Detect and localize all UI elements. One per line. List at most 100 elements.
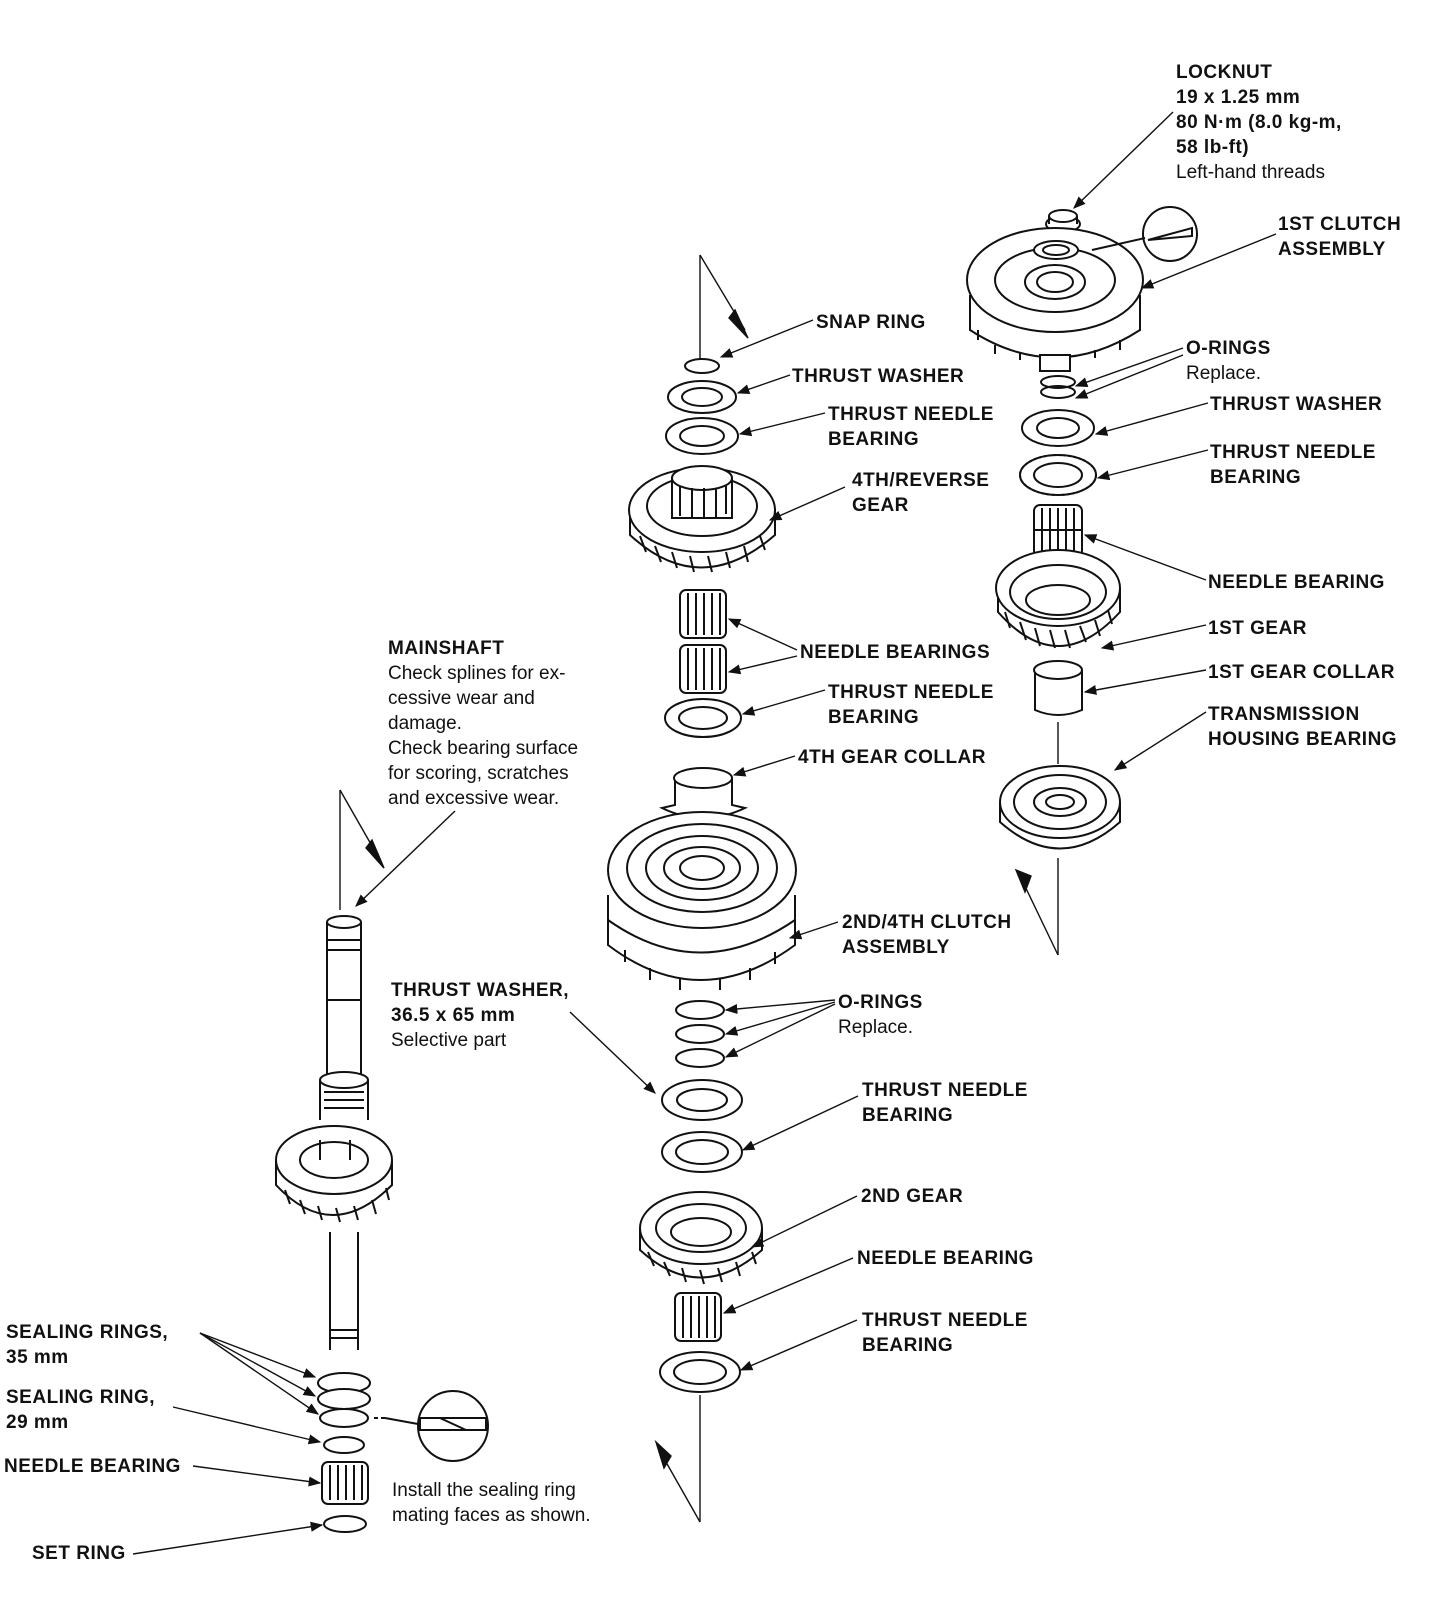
first-gear-title: 1ST GEAR (1208, 618, 1308, 639)
second-fourth-clutch-title: 2ND/4TH CLUTCH (842, 912, 1012, 933)
second-fourth-clutch-title2: ASSEMBLY (842, 937, 950, 958)
set-ring-label: SET RING (32, 1541, 126, 1566)
thrust-needle-bearing-middle-4-part (659, 1351, 741, 1393)
first-clutch-title2: ASSEMBLY (1278, 239, 1386, 260)
needle-bearings-middle-title: NEEDLE BEARINGS (800, 642, 991, 663)
thrust-washer-right-title: THRUST WASHER (1210, 394, 1383, 415)
first-gear-label: 1ST GEAR (1208, 616, 1307, 641)
sealing-rings-part (317, 1372, 371, 1428)
o-rings-middle-label: O-RINGS Replace. (838, 990, 923, 1040)
fourth-reverse-gear-part (628, 465, 776, 573)
snap-ring-label: SNAP RING (816, 310, 926, 335)
o-rings-middle-note: Replace. (838, 1017, 913, 1038)
first-clutch-assembly-label: 1ST CLUTCH ASSEMBLY (1278, 212, 1401, 262)
middle-axis-bottom-arrow (654, 1395, 701, 1523)
thrust-washer-selective-part (661, 1079, 743, 1121)
locknut-torque-lbft: 58 lb-ft) (1176, 137, 1250, 158)
thrust-needle-bearing-middle-2-part (664, 698, 742, 738)
thrust-washer-selective-note: Selective part (391, 1030, 507, 1051)
sealing-rings-35-title: SEALING RINGS, (6, 1322, 169, 1343)
locknut-title: LOCKNUT (1176, 62, 1273, 83)
fourth-gear-collar-part (659, 767, 749, 819)
thrust-needle-bearing-middle-1-part (665, 417, 739, 455)
thrust-needle-bearing-middle-2-label: THRUST NEEDLE BEARING (828, 680, 994, 730)
sealing-rings-35-size: 35 mm (6, 1347, 69, 1368)
install-note-label: Install the sealing ring mating faces as… (392, 1478, 591, 1528)
set-ring-part (323, 1515, 367, 1533)
thrust-needle-m2-title2: BEARING (828, 707, 920, 728)
needle-bearing-left-part (321, 1436, 369, 1505)
sealing-ring-29-size: 29 mm (6, 1412, 69, 1433)
thrust-washer-selective-size: 36.5 x 65 mm (391, 1005, 516, 1026)
leader-lines (132, 111, 1277, 1555)
thrust-needle-right-title: THRUST NEEDLE (1210, 442, 1376, 463)
o-rings-middle-title: O-RINGS (838, 992, 923, 1013)
thrust-needle-bearing-middle-3-part (661, 1131, 743, 1173)
first-clutch-title: 1ST CLUTCH (1278, 214, 1402, 235)
install-note-line-1: Install the sealing ring (392, 1480, 576, 1501)
thrust-washer-middle-label: THRUST WASHER (792, 364, 964, 389)
sealing-ring-29-title: SEALING RING, (6, 1387, 156, 1408)
transmission-housing-title2: HOUSING BEARING (1208, 729, 1398, 750)
mainshaft-title: MAINSHAFT (388, 638, 505, 659)
sealing-ring-detail-circle (374, 1390, 489, 1462)
second-gear-label: 2ND GEAR (861, 1184, 963, 1209)
thrust-needle-bearing-middle-1-label: THRUST NEEDLE BEARING (828, 402, 994, 452)
mainshaft-note-1: Check splines for ex- (388, 663, 566, 684)
first-clutch-assembly-part (966, 227, 1144, 372)
mainshaft-part (275, 915, 393, 1350)
thrust-needle-m4-title: THRUST NEEDLE (862, 1310, 1028, 1331)
thrust-needle-bearing-right-label: THRUST NEEDLE BEARING (1210, 440, 1376, 490)
thrust-needle-m3-title2: BEARING (862, 1105, 954, 1126)
second-gear-title: 2ND GEAR (861, 1186, 964, 1207)
thrust-needle-m1-title2: BEARING (828, 429, 920, 450)
thrust-needle-m2-title: THRUST NEEDLE (828, 682, 994, 703)
right-shaft-axis-line (1014, 722, 1059, 956)
middle-axis-top-arrow (699, 254, 749, 362)
sealing-ring-29-label: SEALING RING, 29 mm (6, 1385, 155, 1435)
mainshaft-note-2: cessive wear and (388, 688, 535, 709)
thrust-washer-selective-title: THRUST WASHER, (391, 980, 569, 1001)
mainshaft-note-3: damage. (388, 713, 462, 734)
needle-bearing-right-label: NEEDLE BEARING (1208, 570, 1385, 595)
needle-bearing-right-part (1033, 504, 1083, 558)
o-rings-middle-part (675, 1000, 725, 1068)
first-gear-collar-title: 1ST GEAR COLLAR (1208, 662, 1395, 683)
transmission-housing-title: TRANSMISSION (1208, 704, 1360, 725)
thrust-needle-m4-title2: BEARING (862, 1335, 954, 1356)
thrust-needle-m3-title: THRUST NEEDLE (862, 1080, 1028, 1101)
thrust-needle-right-title2: BEARING (1210, 467, 1302, 488)
o-rings-top-part (1040, 375, 1076, 399)
thrust-washer-middle-title: THRUST WASHER (792, 366, 965, 387)
mainshaft-note-5: for scoring, scratches (388, 763, 569, 784)
thrust-washer-middle-part (667, 380, 737, 414)
fourth-reverse-gear-title: 4TH/REVERSE (852, 470, 990, 491)
thrust-needle-bearing-middle-3-label: THRUST NEEDLE BEARING (862, 1078, 1028, 1128)
thrust-needle-bearing-right-part (1019, 454, 1097, 496)
o-rings-top-note: Replace. (1186, 363, 1261, 384)
mainshaft-top-arrow (339, 789, 385, 910)
needle-bearings-middle-label: NEEDLE BEARINGS (800, 640, 990, 665)
thrust-washer-right-part (1021, 409, 1095, 447)
thrust-needle-bearing-middle-4-label: THRUST NEEDLE BEARING (862, 1308, 1028, 1358)
mainshaft-note-6: and excessive wear. (388, 788, 560, 809)
locknut-note: Left-hand threads (1176, 162, 1325, 183)
needle-bearing-middle-label: NEEDLE BEARING (857, 1246, 1034, 1271)
needle-bearings-middle-part (679, 589, 727, 694)
o-rings-top-title: O-RINGS (1186, 338, 1271, 359)
first-gear-part (995, 549, 1121, 649)
snap-ring-title: SNAP RING (816, 312, 926, 333)
needle-bearing-middle-part (674, 1292, 722, 1342)
fourth-reverse-gear-title2: GEAR (852, 495, 909, 516)
mainshaft-label: MAINSHAFT Check splines for ex- cessive … (388, 636, 578, 811)
locknut-label: LOCKNUT 19 x 1.25 mm 80 N·m (8.0 kg-m, 5… (1176, 60, 1342, 185)
needle-bearing-right-title: NEEDLE BEARING (1208, 572, 1385, 593)
fourth-reverse-gear-label: 4TH/REVERSE GEAR (852, 468, 989, 518)
thrust-needle-m1-title: THRUST NEEDLE (828, 404, 994, 425)
second-fourth-clutch-assembly-part (607, 811, 797, 990)
install-note-line-2: mating faces as shown. (392, 1505, 591, 1526)
thrust-washer-right-label: THRUST WASHER (1210, 392, 1382, 417)
needle-bearing-left-label: NEEDLE BEARING (4, 1454, 181, 1479)
fourth-gear-collar-title: 4TH GEAR COLLAR (798, 747, 986, 768)
